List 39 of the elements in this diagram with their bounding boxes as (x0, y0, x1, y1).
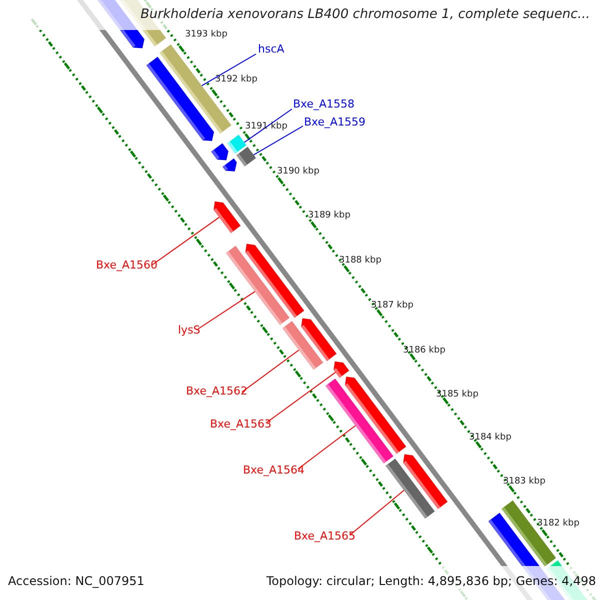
leader-line (152, 216, 220, 266)
scale-label: 3187 kbp (371, 302, 414, 310)
scale-label: 3185 kbp (436, 390, 478, 400)
leader-line (266, 372, 336, 424)
scale-label: 3192 kbp (215, 76, 258, 84)
leader-line (201, 54, 256, 86)
gene-bar (386, 458, 435, 519)
gene-bar (326, 378, 394, 464)
leader-line (253, 126, 304, 156)
scale-label: 3190 kbp (277, 168, 320, 176)
gene-feature (334, 361, 350, 378)
scale-label: 3182 kbp (537, 520, 580, 528)
gene-label: lysS (178, 324, 200, 336)
gene-bar (282, 321, 324, 370)
scale-label: 3183 kbp (503, 478, 546, 486)
gene-bar (226, 246, 290, 325)
scale-label: 3184 kbp (469, 434, 512, 442)
gene-label: Bxe_A1565 (294, 530, 356, 542)
scale-label: 3188 kbp (339, 256, 382, 266)
leader-line (198, 291, 256, 330)
gene-label: Bxe_A1558 (293, 98, 355, 110)
topology-text: Topology: circular; Length: 4,895,836 bp; Genes: 4,498 (266, 575, 596, 587)
scale-label: 3191 kbp (245, 122, 288, 132)
leader-line (244, 108, 292, 143)
gene-label: Bxe_A1562 (186, 386, 248, 396)
gene-label: hscA (258, 44, 284, 54)
scale-label: 3186 kbp (403, 346, 446, 356)
gene-bar (227, 134, 246, 154)
leader-line (298, 425, 356, 470)
accession-text: Accession: NC_007951 (8, 575, 144, 587)
gene-label: Bxe_A1563 (210, 418, 272, 430)
gene-feature (214, 201, 241, 233)
gene-bar (236, 146, 256, 166)
gene-label: Bxe_A1559 (304, 116, 366, 128)
leader-line (350, 490, 404, 536)
gene-label: Bxe_A1564 (243, 464, 305, 476)
scale-label: 3189 kbp (308, 212, 350, 220)
leader-line (242, 350, 300, 392)
gene-label: Bxe_A1560 (96, 260, 158, 270)
